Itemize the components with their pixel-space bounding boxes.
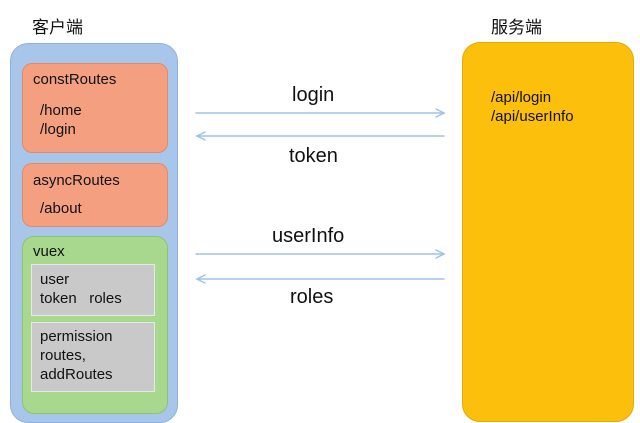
vuex-state-box: user token roles (31, 264, 155, 316)
arrows-layer (195, 108, 446, 284)
permission-label: permission (40, 328, 113, 345)
server-title: 服务端 (491, 18, 542, 37)
login-label: login (292, 84, 335, 106)
vuex-permission-box: permission routes, addRoutes (31, 322, 155, 392)
async-routes-box: asyncRoutes /about (22, 163, 168, 227)
roles-label: roles (290, 286, 334, 308)
token-arrow (195, 131, 445, 141)
permission-addroutes: addRoutes (40, 366, 113, 383)
api-login: /api/login (491, 89, 552, 106)
route-about: /about (40, 200, 82, 217)
route-login: /login (40, 121, 76, 138)
state-token-roles: token roles (40, 290, 122, 307)
const-routes-box: constRoutes /home /login (22, 63, 168, 153)
client-title: 客户端 (32, 18, 83, 37)
vuex-title: vuex (33, 243, 65, 260)
server-container: /api/login /api/userInfo (462, 42, 634, 422)
const-routes-title: constRoutes (33, 71, 117, 88)
api-userinfo: /api/userInfo (491, 108, 574, 125)
vuex-box: vuex user token roles permission routes,… (22, 236, 168, 414)
permission-routes: routes, (40, 347, 86, 364)
route-home: /home (40, 102, 82, 119)
userinfo-label: userInfo (272, 225, 345, 247)
login-arrow (195, 108, 446, 118)
state-user: user (40, 271, 70, 288)
userinfo-arrow (195, 249, 446, 259)
token-label: token (289, 145, 338, 167)
roles-arrow (195, 274, 445, 284)
async-routes-title: asyncRoutes (33, 172, 120, 189)
